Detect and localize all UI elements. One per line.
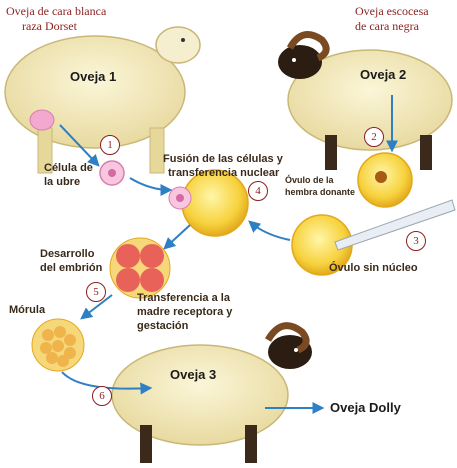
udder-cell-label-line2: la ubre: [44, 176, 80, 189]
sheep-3-name: Oveja 3: [170, 368, 216, 381]
embryo-dev-label-line1: Desarrollo: [40, 248, 94, 261]
donor-egg-label-line1: Óvulo de la: [285, 175, 334, 186]
result-label: Oveja Dolly: [330, 401, 401, 414]
transfer-label-line2: madre receptora y: [137, 306, 232, 319]
sheep-1-name: Oveja 1: [70, 70, 116, 83]
step-3-badge: 3: [406, 231, 426, 251]
embryo-dev-label-line2: del embrión: [40, 262, 102, 275]
embryo-4-cell: [110, 238, 170, 298]
step-6-badge: 6: [92, 386, 112, 406]
morula-label: Mórula: [9, 304, 45, 317]
sheep-2-desc-line2: de cara negra: [355, 19, 419, 33]
sheep-3-illustration: [112, 326, 312, 463]
transfer-label-line1: Transferencia a la: [137, 292, 230, 305]
step-5-badge: 5: [86, 282, 106, 302]
enucleated-egg-label: Óvulo sin núcleo: [329, 262, 418, 275]
fusion-label-line1: Fusión de las células y: [163, 153, 283, 166]
sheep-1-desc-line2: raza Dorset: [22, 19, 77, 33]
fusion-label-line2: transferencia nuclear: [168, 167, 279, 180]
transfer-label-line3: gestación: [137, 320, 188, 333]
sheep-2-name: Oveja 2: [360, 68, 406, 81]
step-1-badge: 1: [100, 135, 120, 155]
donor-egg-label-line2: hembra donante: [285, 187, 355, 198]
sheep-2-illustration: [278, 35, 452, 170]
sheep-2-desc-line1: Oveja escocesa: [355, 4, 429, 18]
step-2-badge: 2: [364, 127, 384, 147]
sheep-1-desc-line1: Oveja de cara blanca: [6, 4, 106, 18]
udder-cell-label-line1: Célula de: [44, 162, 93, 175]
step-4-badge: 4: [248, 181, 268, 201]
morula: [32, 319, 84, 371]
micropipette: [335, 200, 455, 250]
